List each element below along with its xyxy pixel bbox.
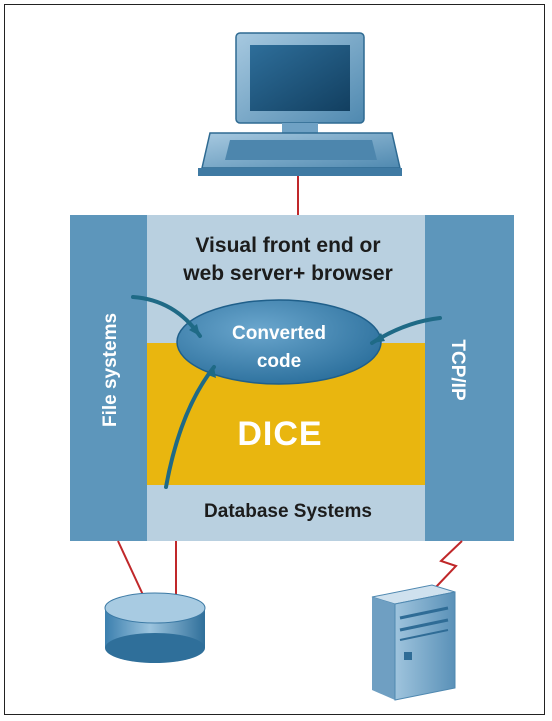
computer-icon: [198, 32, 402, 176]
disk-icon: [104, 592, 206, 663]
front-end-label-line1: Visual front end or: [195, 234, 381, 257]
network-link-line: [435, 540, 463, 588]
file-systems-label: File systems: [100, 312, 121, 428]
arrow-head-icon: [372, 333, 385, 343]
server-icon: [371, 584, 456, 701]
converted-code-label-line1: Converted: [232, 323, 326, 344]
database-systems-label: Database Systems: [204, 501, 372, 522]
arrow-head-icon: [189, 324, 200, 336]
arrow-head-icon: [208, 367, 216, 378]
front-end-label: Visual front end or web server+ browser: [150, 232, 426, 288]
converted-code-ellipse: [176, 299, 382, 385]
tcpip-label: TCP/IP: [447, 339, 468, 401]
dice-label: DICE: [237, 415, 323, 453]
front-end-label-line2: web server+ browser: [183, 262, 393, 285]
database-panel: [147, 485, 425, 541]
converted-code-label: Converted code: [185, 320, 373, 376]
converted-code-label-line2: code: [256, 351, 302, 372]
